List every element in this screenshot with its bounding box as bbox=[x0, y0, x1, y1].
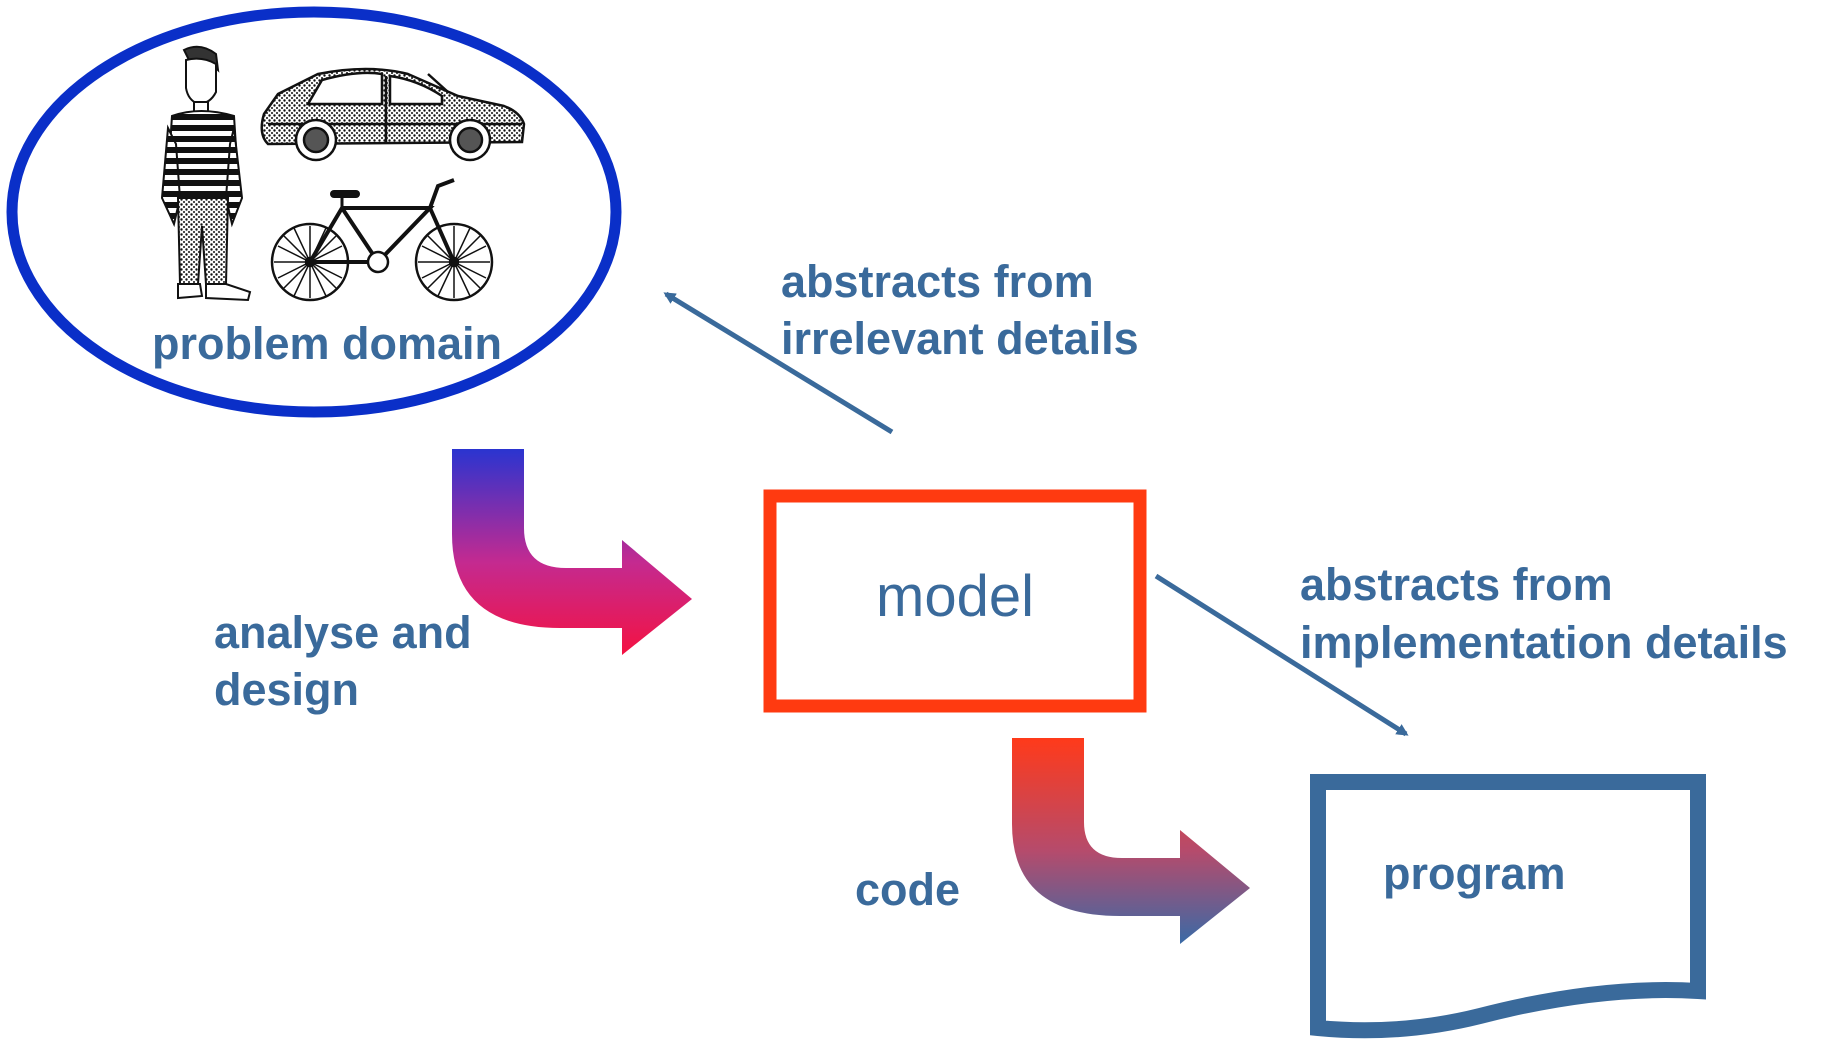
model-box bbox=[763, 489, 1147, 713]
abstracts-from-implementation-line2: implementation details bbox=[1300, 617, 1788, 668]
car-icon bbox=[260, 67, 526, 162]
abstracts-from-irrelevant-line1: abstracts from bbox=[781, 256, 1094, 307]
abstracts-to-program-connector bbox=[1154, 573, 1409, 737]
code-arrow bbox=[1012, 738, 1250, 944]
design-label: design bbox=[214, 664, 360, 715]
problem-domain-ellipse bbox=[6, 6, 622, 418]
abstracts-from-implementation-line1: abstracts from bbox=[1300, 559, 1613, 610]
analyse-arrow bbox=[452, 449, 692, 655]
analyse-and-label: analyse and bbox=[214, 607, 472, 658]
program-document-shape bbox=[1310, 774, 1706, 1039]
program-label: program bbox=[1383, 848, 1566, 899]
abstracts-to-domain-connector bbox=[663, 291, 894, 435]
problem-domain-label: problem domain bbox=[152, 318, 503, 369]
bicycle-icon bbox=[270, 178, 494, 302]
abstracts-from-irrelevant-line2: irrelevant details bbox=[781, 313, 1139, 364]
code-label: code bbox=[855, 864, 961, 915]
person-icon bbox=[160, 45, 252, 302]
model-label: model bbox=[876, 564, 1034, 629]
